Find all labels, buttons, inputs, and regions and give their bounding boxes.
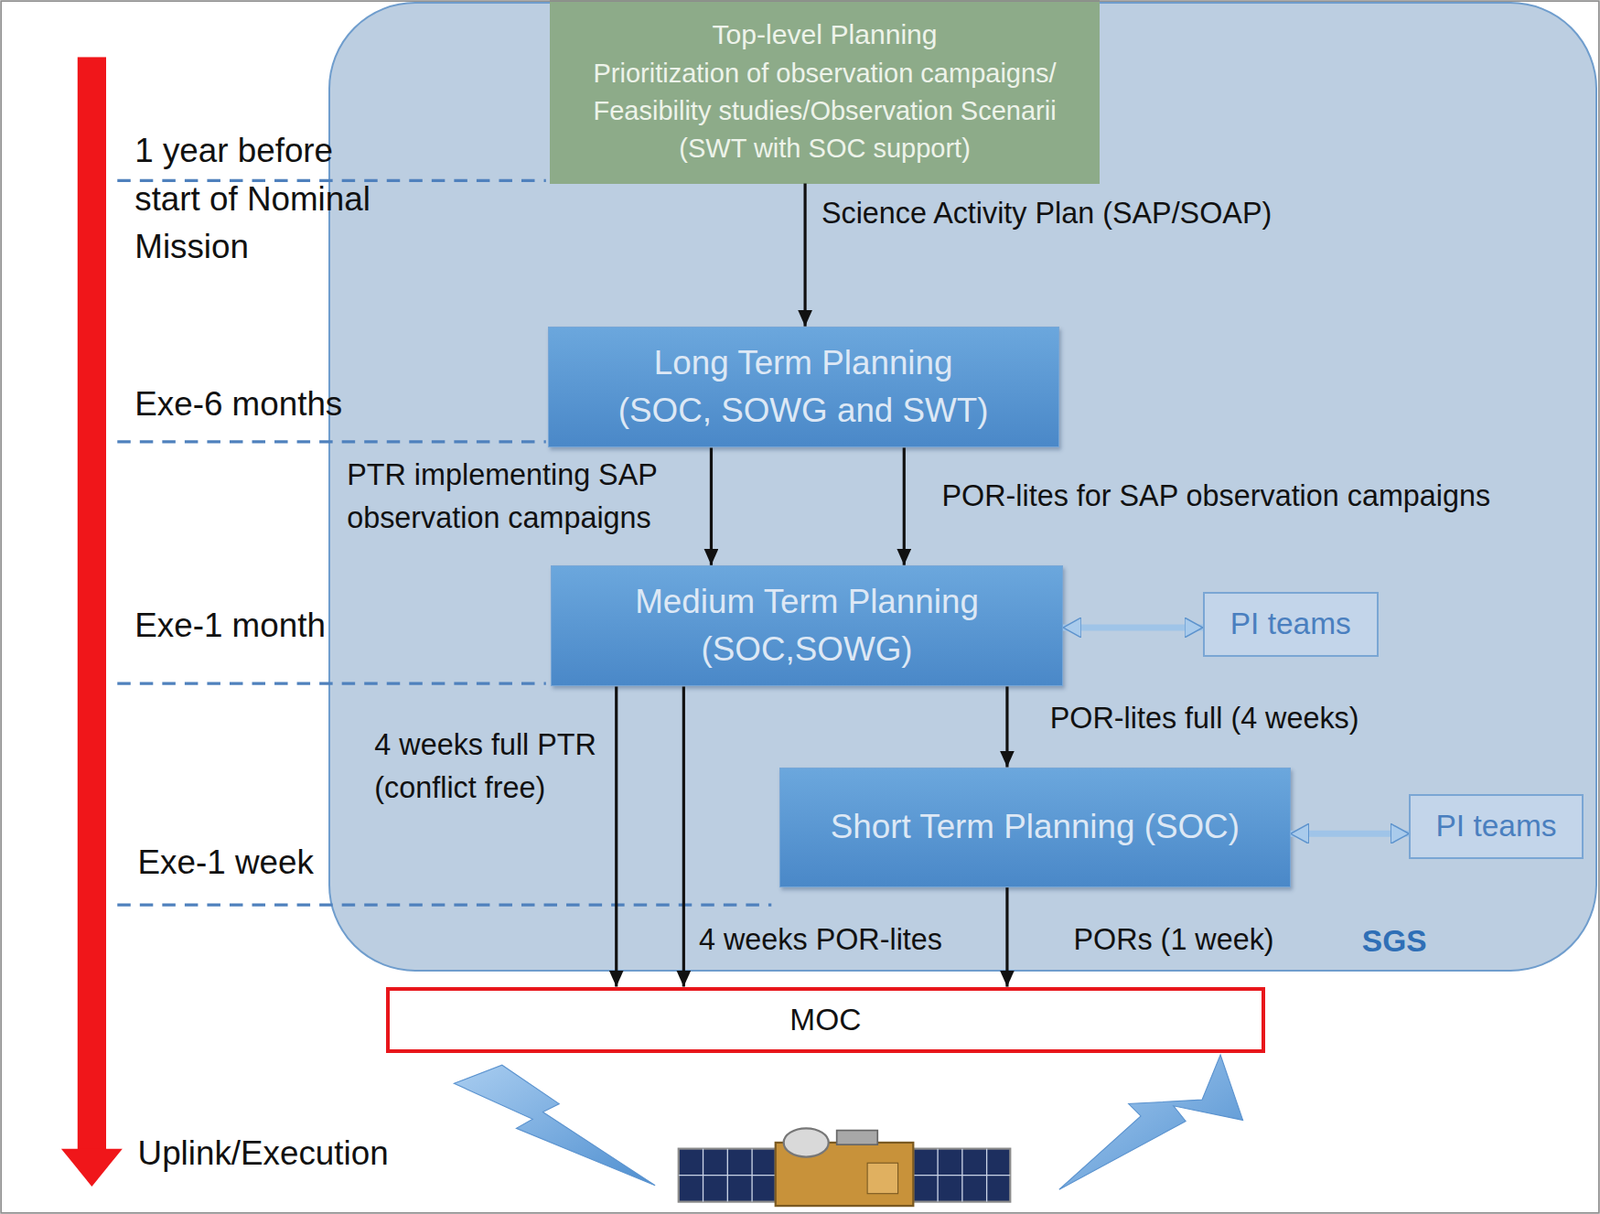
planning-box: Top-level PlanningPrioritization of obse… — [549, 0, 1100, 184]
process-box: Short Term Planning (SOC) — [779, 767, 1291, 889]
node-title: PI teams — [1436, 807, 1558, 845]
node-text: (SOC,SOWG) — [701, 625, 913, 674]
node-title: Long Term Planning — [654, 339, 954, 387]
uplink-bolt — [453, 1064, 656, 1186]
process-box: Medium Term Planning(SOC,SOWG) — [550, 565, 1064, 688]
process-box: Long Term Planning(SOC, SOWG and SWT) — [547, 326, 1060, 449]
timeline-arrow — [61, 56, 123, 1186]
timeline-head — [61, 1148, 123, 1187]
node-text: (SWT with SOC support) — [678, 129, 971, 168]
team-box: PI teams — [1202, 591, 1379, 657]
satellite-body — [775, 1142, 914, 1206]
node-title: Top-level Planning — [712, 15, 938, 55]
satellite-illustration — [678, 1127, 1011, 1206]
edge-label: PTR implementing SAP observation campaig… — [346, 453, 674, 540]
node-text: Prioritization of observation campaigns/… — [559, 54, 1091, 130]
solar-panel — [912, 1148, 1010, 1203]
node-title: MOC — [789, 1001, 861, 1039]
solar-panel — [678, 1148, 776, 1203]
panel-grid — [678, 1148, 1011, 1203]
timeline-shaft — [77, 56, 107, 1150]
edge-label: Science Activity Plan (SAP/SOAP) — [821, 192, 1272, 236]
antenna-dish — [783, 1127, 829, 1157]
timeline-label: Exe-1 week — [138, 838, 314, 887]
edge-label: POR-lites full (4 weeks) — [1050, 697, 1360, 741]
node-text: (SOC, SOWG and SWT) — [618, 386, 989, 435]
node-title: Medium Term Planning — [634, 578, 979, 626]
node-title: SGS — [1362, 923, 1428, 960]
edge-label: 4 weeks POR-lites — [698, 918, 943, 962]
edge-label: PORs (1 week) — [1073, 918, 1274, 962]
timeline-label: Uplink/Execution — [138, 1129, 389, 1178]
timeline-label: 1 year before start of Nominal Mission — [134, 127, 390, 271]
thermal-panel — [867, 1162, 898, 1193]
downlink-bolt — [1059, 1054, 1244, 1190]
node-title: PI teams — [1230, 605, 1352, 643]
instrument-block — [837, 1130, 879, 1146]
edge-label: POR-lites for SAP observation campaigns — [942, 474, 1492, 518]
timeline-label: Exe-1 month — [134, 601, 326, 650]
node-title: Short Term Planning (SOC) — [830, 806, 1240, 848]
operations-box: MOC — [386, 987, 1267, 1054]
edge-label: 4 weeks full PTR (conflict free) — [374, 723, 610, 810]
team-box: PI teams — [1408, 794, 1584, 860]
timeline-label: Exe-6 months — [134, 380, 343, 429]
